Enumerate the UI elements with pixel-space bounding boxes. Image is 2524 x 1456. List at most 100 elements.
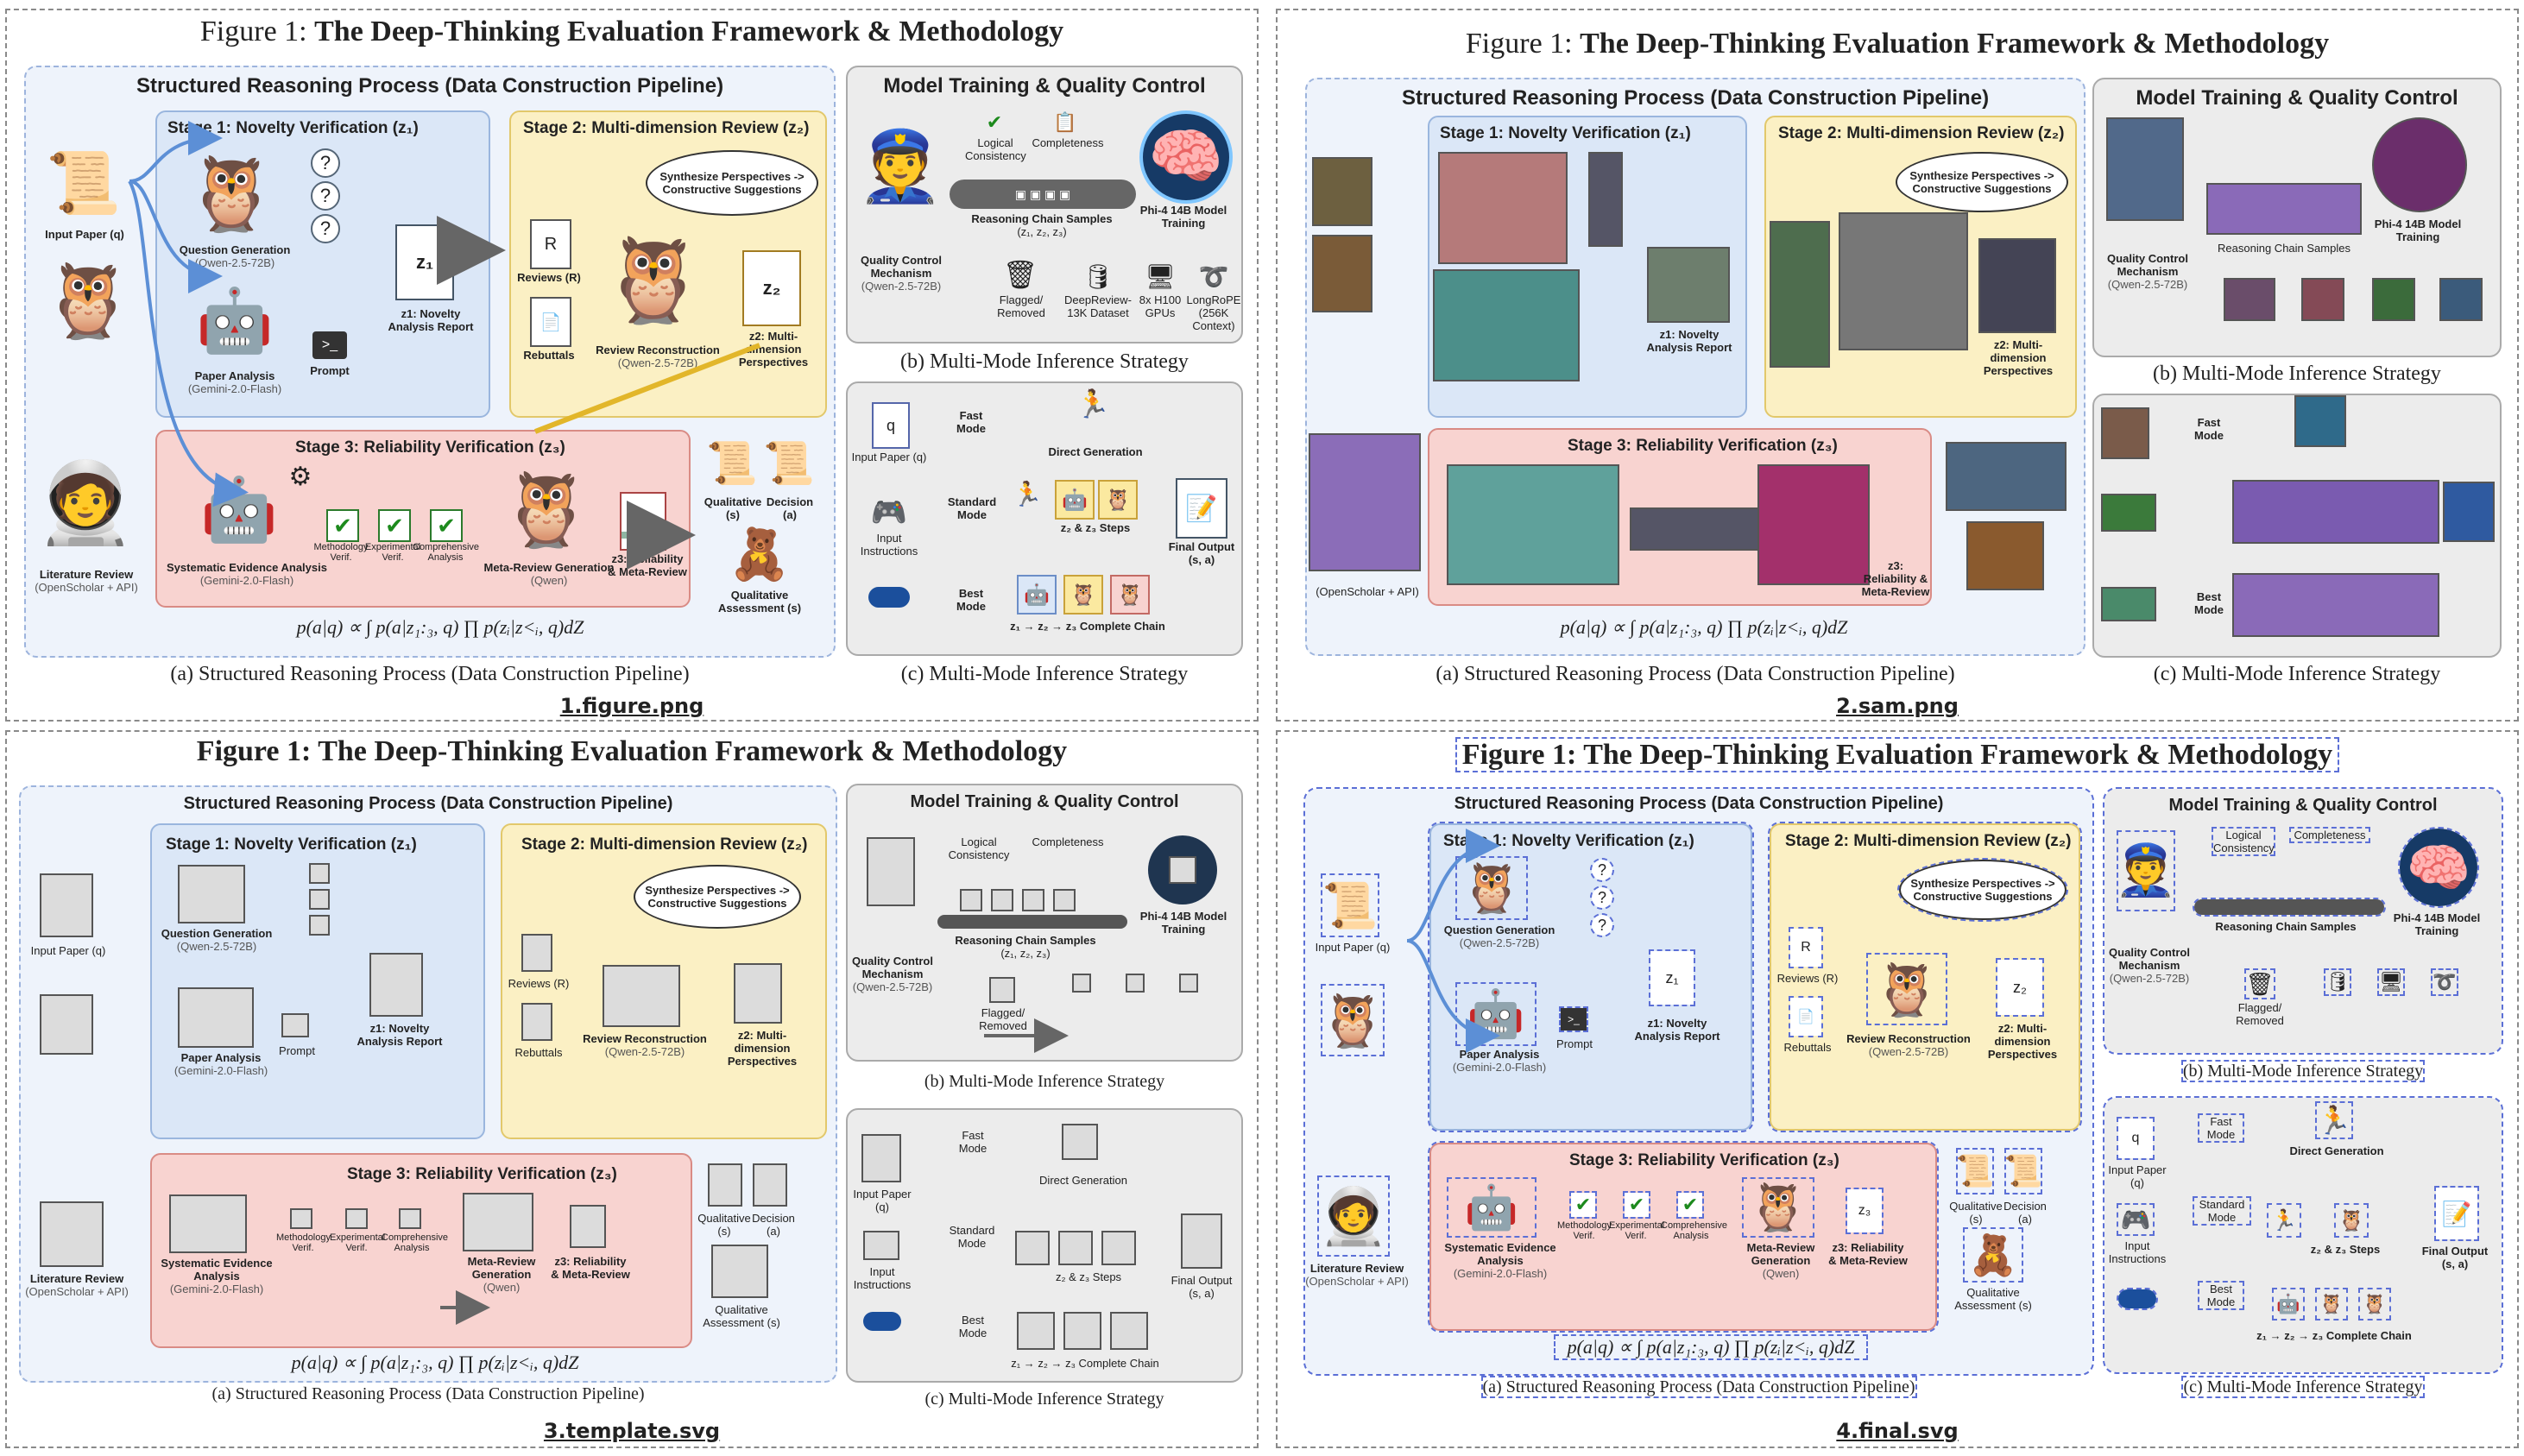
sea-label: Systematic Evidence Analysis(Gemini-2.0-… bbox=[161, 1257, 273, 1295]
reading-owl-icon: 🦉 bbox=[1321, 984, 1385, 1056]
placeholder-terminal bbox=[281, 1013, 309, 1037]
stage2-title: Stage 2: Multi-dimension Review (z₂) bbox=[521, 835, 808, 854]
robots-icon: 🤖 bbox=[1447, 1177, 1536, 1238]
trash-icon: 🗑 bbox=[2244, 968, 2275, 999]
complete-chain-label: z₁ → z₂ → z₃ Complete Chain bbox=[1011, 1357, 1159, 1370]
placeholder-perspectives bbox=[734, 963, 782, 1024]
file-label-2: 2.sam.png bbox=[1836, 694, 1959, 718]
figure-title: Figure 1: The Deep-Thinking Evaluation F… bbox=[1465, 28, 2330, 60]
gamepad-icon: 🎮 bbox=[870, 496, 908, 529]
step-icon: 🦉 bbox=[2334, 1203, 2369, 1238]
stage3-title: Stage 3: Reliability Verification (z₃) bbox=[1569, 1151, 1839, 1169]
check-circle-icon: ✔ bbox=[986, 111, 1003, 133]
model-label: Phi-4 14B Model Training bbox=[1139, 910, 1227, 936]
panel-b: Model Training & Quality Control 👮 Quali… bbox=[846, 66, 1243, 344]
sea-label: Systematic Evidence Analysis(Gemini-2.0-… bbox=[167, 561, 327, 587]
mask-question bbox=[1588, 152, 1623, 247]
placeholder-trash bbox=[989, 977, 1015, 1003]
methodology-label: Methodology Verif. bbox=[313, 542, 369, 563]
robot-icon: 🤖 bbox=[196, 286, 274, 356]
stage1-box: Stage 1: Novelty Verification (z₁) 🦉 Que… bbox=[1428, 822, 1754, 1132]
synthesize-bubble: Synthesize Perspectives -> Constructive … bbox=[1897, 858, 2068, 922]
placeholder-paper-c bbox=[861, 1134, 901, 1182]
completeness-label: Completeness bbox=[2289, 827, 2370, 843]
stage3-title: Stage 3: Reliability Verification (z₃) bbox=[295, 438, 565, 457]
stage2-title: Stage 2: Multi-dimension Review (z₂) bbox=[1778, 124, 2065, 142]
prompt-label: Prompt bbox=[279, 1044, 315, 1057]
mask-bear bbox=[1966, 521, 2044, 590]
placeholder-gamepad bbox=[863, 1231, 899, 1260]
question-generation-label: Question Generation(Qwen-2.5-72B) bbox=[161, 927, 273, 953]
mask-robot bbox=[1433, 269, 1580, 381]
decision-scroll-icon: 📜 bbox=[763, 440, 815, 487]
paper-analysis-label: Paper Analysis(Gemini-2.0-Flash) bbox=[1452, 1048, 1547, 1074]
flagged-label: Flagged/ Removed bbox=[979, 1006, 1027, 1032]
step-icon: 🤖 bbox=[1055, 480, 1095, 520]
placeholder-question bbox=[309, 915, 330, 936]
panel-b-title: Model Training & Quality Control bbox=[883, 74, 1206, 98]
placeholder-final bbox=[1181, 1213, 1222, 1269]
file-label-3: 3.template.svg bbox=[543, 1419, 721, 1443]
mask-owl bbox=[1438, 152, 1568, 264]
stage3-title: Stage 3: Reliability Verification (z₃) bbox=[1568, 437, 1838, 455]
final-output-label: Final Output (s, a) bbox=[1168, 540, 1235, 566]
stage2-title: Stage 2: Multi-dimension Review (z₂) bbox=[523, 119, 810, 137]
stage1-box: Stage 1: Novelty Verification (z₁) z1: N… bbox=[1428, 116, 1747, 418]
placeholder-sample bbox=[1053, 889, 1076, 911]
owl-reviewer-icon: 🦉 bbox=[602, 234, 705, 326]
police-icon: 👮 bbox=[857, 128, 943, 205]
panel-a: Structured Reasoning Process (Data Const… bbox=[24, 66, 836, 658]
reviews-label: Reviews (R) bbox=[1776, 972, 1839, 985]
panel-b: Model Training & Quality Control Quality… bbox=[846, 784, 1243, 1062]
panel-a-title: Structured Reasoning Process (Data Const… bbox=[1401, 86, 1990, 110]
stage2-box: Stage 2: Multi-dimension Review (z₂) Syn… bbox=[501, 823, 827, 1139]
placeholder-db bbox=[1072, 974, 1091, 993]
chain-samples-label: Reasoning Chain Samples(z₁, z₂, z₃) bbox=[971, 212, 1113, 238]
novelty-report-label: z1: Novelty Analysis Report bbox=[357, 1022, 443, 1048]
step-icon: 🤖 bbox=[2272, 1288, 2305, 1320]
standard-mode-label: Standard Mode bbox=[2193, 1196, 2251, 1226]
logical-label: Logical Consistency bbox=[965, 136, 1026, 162]
step-icon: 🦉 bbox=[1110, 575, 1150, 615]
direct-generation-label: Direct Generation bbox=[1048, 445, 1143, 458]
question-icon: ? bbox=[311, 214, 340, 243]
input-paper-label: Input Paper (q) bbox=[1315, 941, 1391, 954]
qualitative-label: Qualitative (s) bbox=[697, 1212, 751, 1238]
completeness-label: Completeness bbox=[1032, 136, 1104, 149]
checkbox-icon: ✔ bbox=[1623, 1191, 1650, 1219]
placeholder-owl-reviewer bbox=[603, 965, 680, 1027]
formula: p(a|q) ∝ ∫ p(a|z₁:₃, q) ∏ p(zᵢ|z<ᵢ, q)dZ bbox=[296, 616, 584, 638]
quadrant-figure: Figure 1: The Deep-Thinking Evaluation F… bbox=[5, 9, 1259, 722]
mask-db bbox=[2301, 278, 2344, 321]
mask-checks bbox=[1630, 507, 1759, 551]
rope-label: LongRoPE (256K Context) bbox=[1186, 293, 1241, 332]
final-output-label: Final Output (s, a) bbox=[2421, 1245, 2489, 1270]
panel-a: Structured Reasoning Process (Data Const… bbox=[1305, 78, 2085, 656]
mask-robots bbox=[1447, 464, 1619, 585]
final-output-icon: 📝 bbox=[1176, 478, 1227, 539]
flagged-label: Flagged/ Removed bbox=[997, 293, 1045, 319]
owl-icon: 🦉 bbox=[1455, 856, 1528, 920]
z3-label: z3: Reliability & Meta-Review bbox=[608, 552, 687, 578]
clipboard-icon: 📋 bbox=[1053, 111, 1077, 133]
z3-doc-icon: z₃ bbox=[620, 492, 666, 551]
sea-label: Systematic Evidence Analysis(Gemini-2.0-… bbox=[1444, 1241, 1556, 1280]
input-instructions-label: Input Instructions bbox=[853, 1265, 912, 1291]
formula: p(a|q) ∝ ∫ p(a|z₁:₃, q) ∏ p(zᵢ|z<ᵢ, q)dZ bbox=[1554, 1334, 1868, 1360]
decision-label: Decision (a) bbox=[752, 1212, 795, 1238]
qual-assessment-label: Qualitative Assessment (s) bbox=[703, 1303, 780, 1329]
logical-label: Logical Consistency bbox=[948, 835, 1010, 861]
qualitative-scroll-icon: 📜 bbox=[1956, 1148, 1994, 1194]
panel-a-caption: (a) Structured Reasoning Process (Data C… bbox=[170, 663, 690, 685]
checkbox-icon: ✔ bbox=[1676, 1191, 1704, 1219]
panel-c-caption: (c) Multi-Mode Inference Strategy bbox=[924, 1390, 1164, 1409]
prompt-label: Prompt bbox=[1556, 1037, 1593, 1050]
stage3-box: Stage 3: Reliability Verification (z₃) S… bbox=[150, 1153, 692, 1348]
mask-perspectives bbox=[1978, 238, 2056, 333]
mask-runner bbox=[2294, 395, 2346, 447]
meta-review-generation-label: Meta-Review Generation(Qwen) bbox=[467, 1255, 536, 1294]
placeholder-sample bbox=[960, 889, 982, 911]
question-generation-label: Question Generation(Qwen-2.5-72B) bbox=[179, 243, 291, 269]
placeholder-decision bbox=[753, 1163, 787, 1207]
mask-gamepad bbox=[2101, 494, 2156, 532]
